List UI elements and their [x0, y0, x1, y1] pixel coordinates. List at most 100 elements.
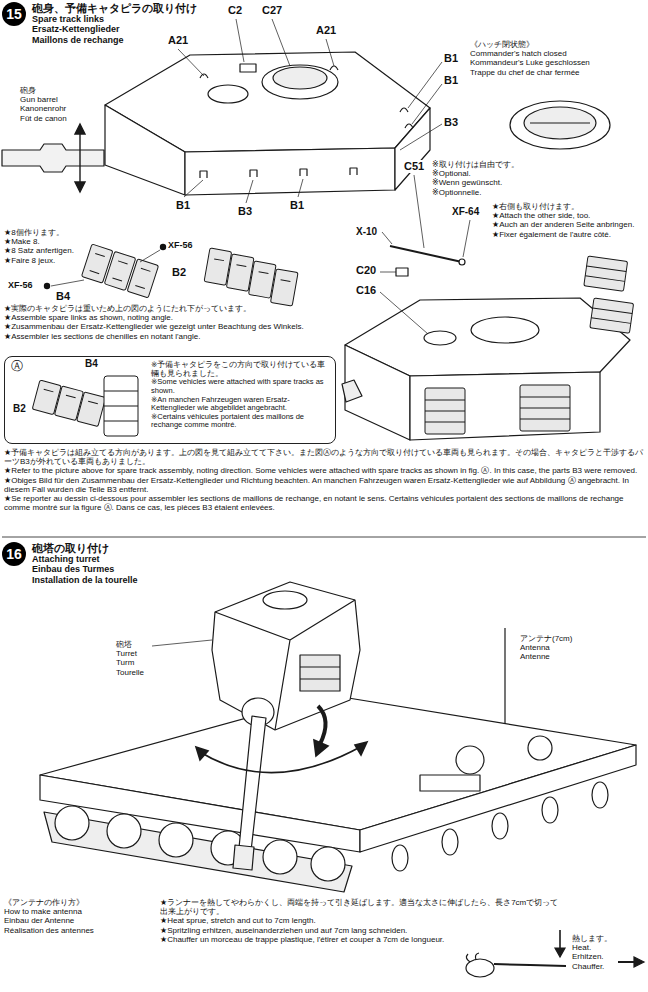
- note-group: アンテナ(7cm)AntennaAntenne: [520, 634, 640, 662]
- part-label-group: C16: [356, 284, 376, 297]
- arrow-head: [75, 124, 85, 134]
- part-number: B2: [13, 403, 26, 415]
- hatch-closed: [524, 107, 596, 139]
- leader-lines: [178, 19, 442, 203]
- note-group: ※取り付けは自由です。※Optional.※Wenn gewünscht.※Op…: [432, 160, 612, 197]
- leader-line: [380, 292, 428, 334]
- fingers: [466, 953, 479, 962]
- leader-line: [326, 39, 334, 66]
- fig-a-track: [32, 380, 105, 427]
- track-detail: [44, 389, 98, 403]
- part-label-group: B4: [56, 290, 70, 303]
- turret-side: [185, 148, 395, 195]
- note-text: Fût de canon: [20, 114, 67, 123]
- track-detail: [520, 397, 570, 419]
- hooks: [200, 66, 413, 128]
- note-text: ★Auch an der anderen Seite anbringen.: [492, 220, 634, 229]
- leader-line: [272, 19, 290, 66]
- leader-line: [178, 49, 204, 76]
- move-arrow: [75, 124, 85, 192]
- arrow-head: [634, 957, 644, 967]
- part-number: XF-64: [452, 206, 479, 218]
- note-text: ★Heat sprue, stretch and cut to 7cm leng…: [160, 916, 316, 925]
- cupola: [471, 317, 539, 343]
- mount-arrow: [318, 706, 326, 744]
- muzzle-brake: [233, 845, 254, 870]
- part-label-group: C27: [262, 4, 282, 17]
- leader-lines: [380, 175, 470, 334]
- part-label-group: B3: [444, 116, 458, 129]
- note-text: ※Some vehicles were attached with spare …: [151, 378, 331, 395]
- note-group: 《アンテナの作り方》How to make antennaEinbau der …: [4, 898, 154, 935]
- part-label-group: X-10: [356, 226, 377, 238]
- track-detail: [425, 400, 465, 422]
- leader-line: [184, 180, 203, 197]
- track-section: [425, 388, 465, 434]
- part-number: A21: [168, 34, 188, 47]
- part-number: C20: [356, 264, 376, 277]
- part-number: C27: [262, 4, 282, 17]
- part-number: B2: [172, 266, 186, 279]
- leader-line: [246, 180, 253, 203]
- note-text: ★Attach the other side, too.: [492, 211, 590, 220]
- cupola-ring: [510, 101, 610, 149]
- note-group: ★右側も取り付けます。★Attach the other side, too.★…: [492, 202, 644, 239]
- rod-mount: [459, 259, 465, 265]
- note-text: Antenna: [520, 643, 550, 652]
- title-ja: 砲塔の取り付け: [32, 542, 138, 554]
- rotate-arrow: [196, 706, 367, 773]
- note-group: 《ハッチ閉状態》Commander's hatch closedKommande…: [470, 40, 642, 77]
- note-text: Gun barrel: [20, 95, 58, 104]
- note-text: ★Obiges Bild für den Zusammenbau der Ers…: [4, 476, 644, 494]
- track-link: [77, 392, 106, 427]
- hanging-tracks: [425, 256, 634, 434]
- arrow-head: [196, 747, 208, 760]
- road-wheel: [107, 814, 141, 848]
- leader-line: [414, 175, 424, 248]
- step-title: 砲塔の取り付けAttaching turretEinbau des Turmes…: [32, 542, 138, 585]
- arrow-head: [75, 182, 85, 192]
- note-group: ★予備キャタピラは組み立てる方向があります。上の図を見て組み立てて下さい。また図…: [4, 448, 644, 512]
- periscope: [240, 64, 256, 72]
- part-number: B3: [238, 205, 252, 218]
- track-section: [584, 256, 628, 291]
- note-text: 《ハッチ閉状態》: [470, 40, 534, 49]
- note-text: ★Spritzling erhitzen, auseinanderziehen …: [160, 926, 407, 935]
- road-wheel: [592, 782, 608, 808]
- note-group: 砲塔TurretTurmTourelle: [116, 640, 196, 677]
- road-wheel: [442, 829, 458, 855]
- note-text: Turret: [116, 649, 137, 658]
- note-text: ※Optionnelle.: [432, 188, 481, 197]
- note-text: ★Zusammenbau der Ersatz-Kettenglieder wi…: [4, 322, 304, 331]
- track-run: [44, 812, 352, 892]
- road-wheel: [55, 806, 89, 840]
- cupola-hatch: [273, 67, 327, 89]
- note-text: Commander's hatch closed: [470, 49, 567, 58]
- loader-hatch: [208, 85, 248, 103]
- note-text: 熱します。: [572, 934, 612, 943]
- note-group: ★ランナーを熱してやわらかくし、両端を持って引き延ばします。適当な太さに伸ばした…: [160, 898, 560, 944]
- spare-track-parts: [81, 244, 158, 298]
- hatch-hinge: [530, 122, 590, 123]
- note-text: ★Fixer également de l'autre côté.: [492, 230, 611, 239]
- pull-arrow: [618, 961, 636, 963]
- leader-line: [236, 19, 244, 62]
- part-label-group: XF-56: [168, 240, 193, 250]
- leader-line: [412, 84, 442, 124]
- track-detail: [90, 253, 151, 288]
- c51-rod: [390, 246, 462, 262]
- note-text: Réalisation des antennes: [4, 926, 94, 935]
- turret-front: [105, 105, 185, 195]
- part-label-group: B2: [172, 266, 186, 279]
- arrow-curve: [200, 746, 362, 773]
- leader-line: [382, 232, 392, 244]
- gun-barrel: [2, 144, 104, 172]
- part-number: B1: [444, 52, 458, 65]
- road-wheel: [311, 847, 345, 881]
- tank-drawing: [40, 582, 636, 892]
- note-text: 砲身: [20, 86, 36, 95]
- note-text: ★ランナーを熱してやわらかくし、両端を持って引き延ばします。適当な太さに伸ばした…: [160, 898, 560, 916]
- step-number: 15: [2, 2, 26, 26]
- leader-line: [408, 62, 442, 108]
